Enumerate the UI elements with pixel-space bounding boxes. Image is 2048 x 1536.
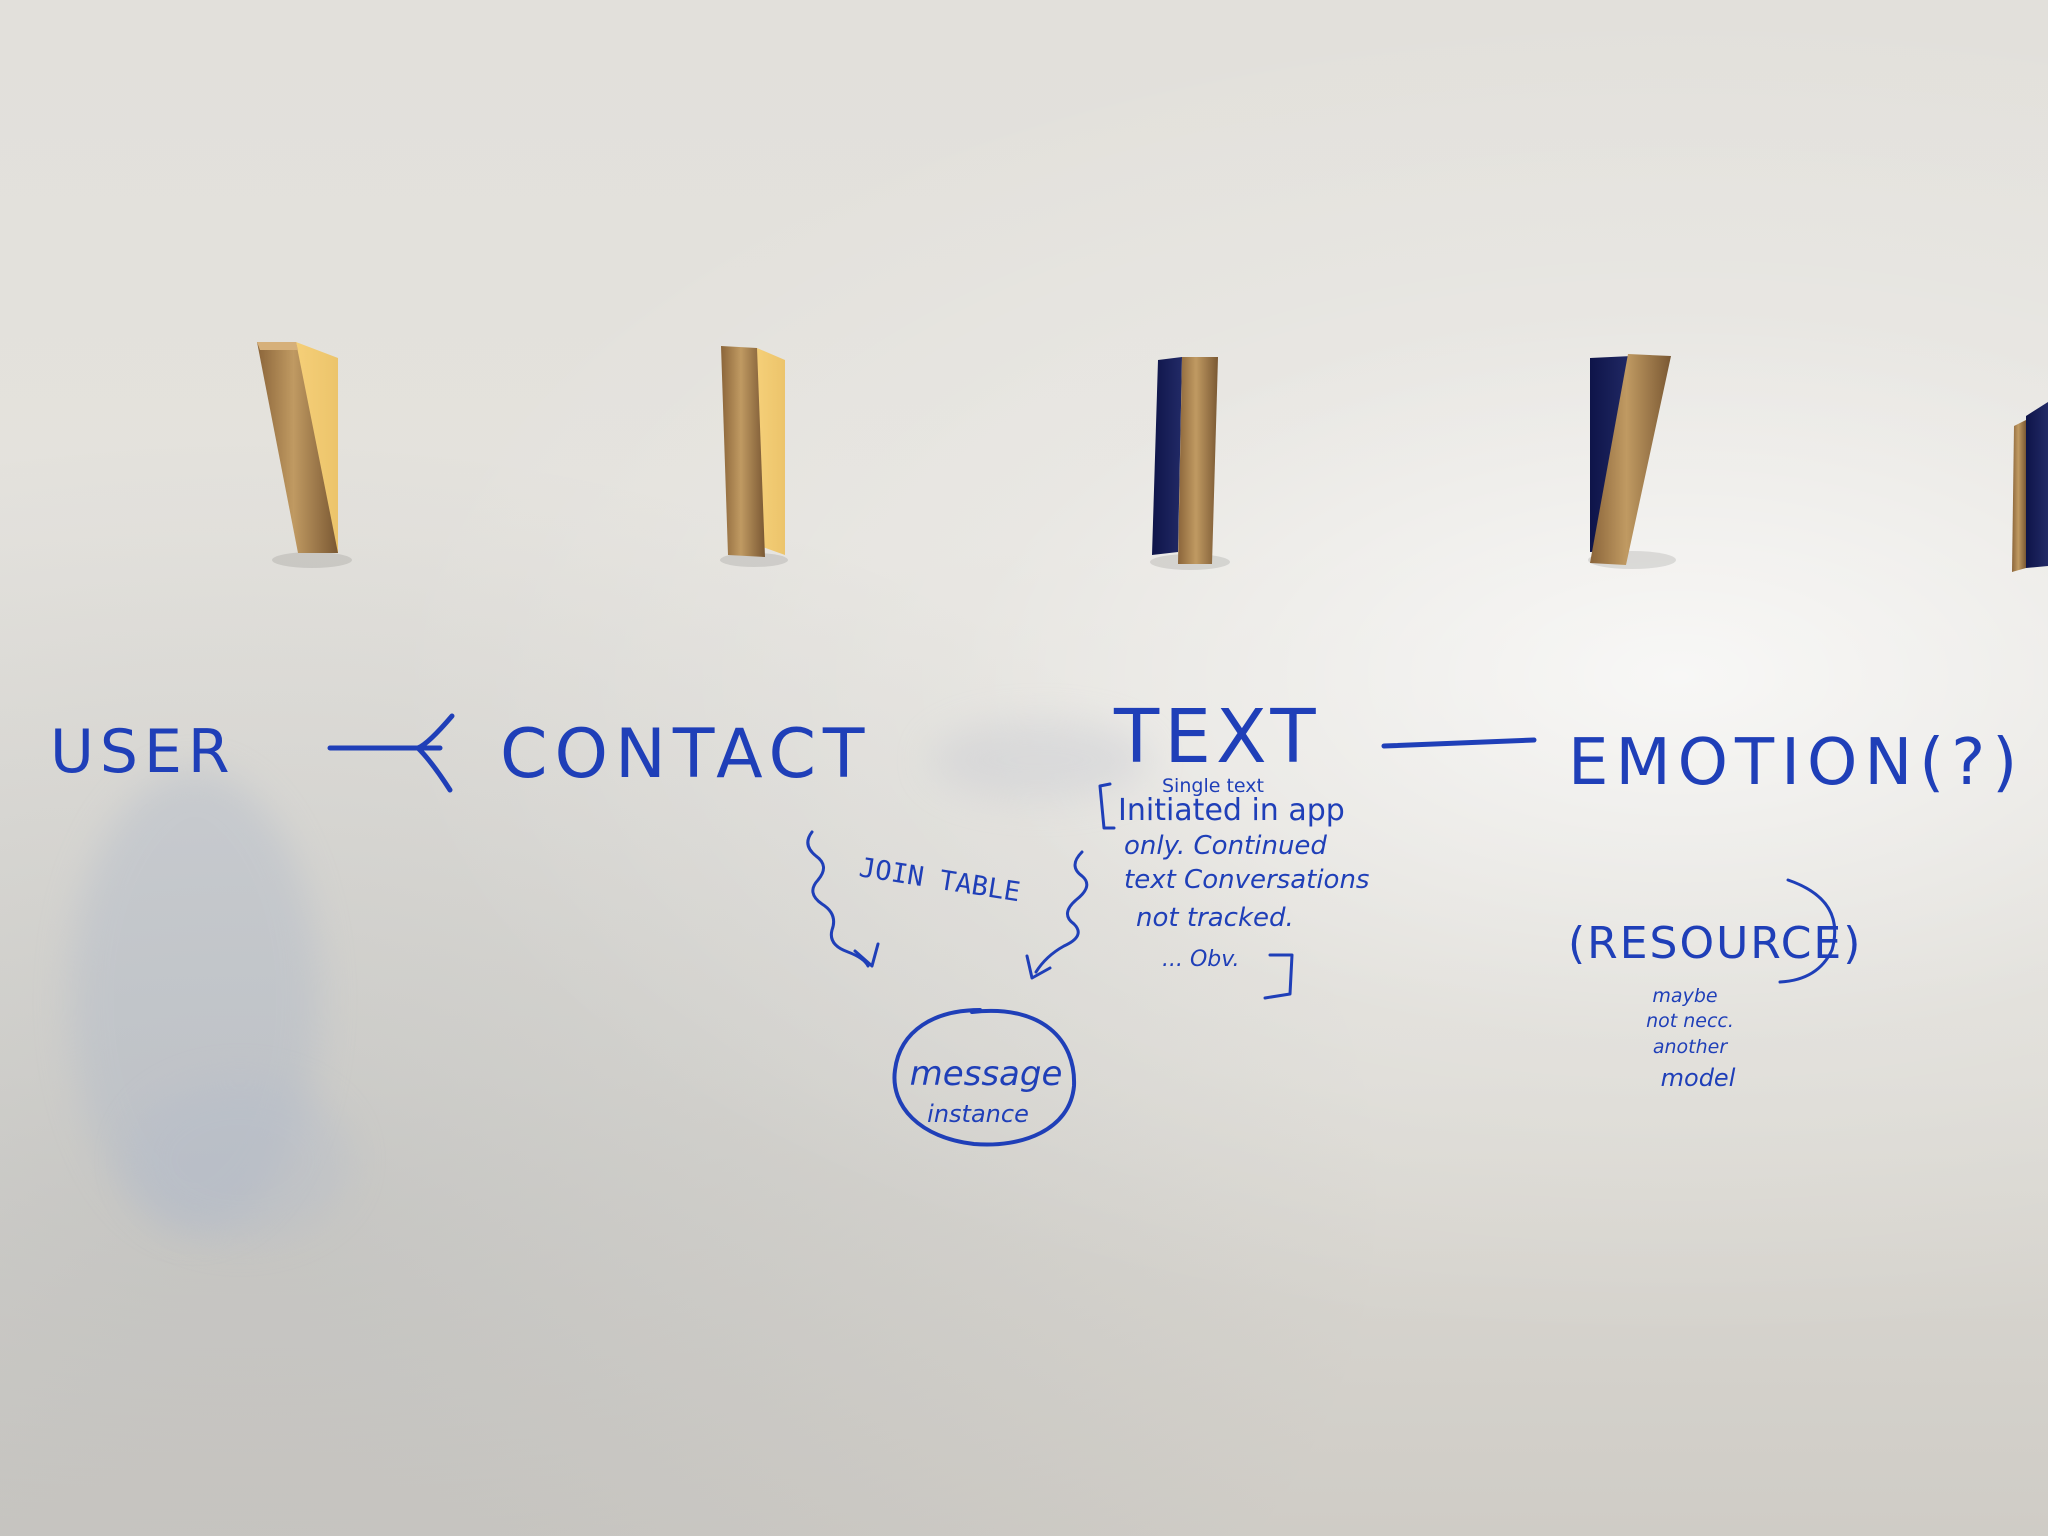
text-note-line-4: not tracked. [1136, 903, 1294, 933]
bracket-left [1098, 782, 1116, 830]
wall-peg-3 [1150, 357, 1230, 570]
text-note-line-1: Initiated in app [1118, 793, 1345, 828]
text-note-block: Single text Initiated in app only. Conti… [1098, 775, 1369, 1000]
wall-peg-1 [257, 342, 352, 568]
erased-smudge [930, 720, 1150, 800]
text-note-line-2: only. Continued [1124, 831, 1327, 861]
user-contact-crowfoot [327, 713, 455, 793]
wall-peg-5 [2012, 402, 2048, 572]
message-instance-line1: message [910, 1054, 1063, 1094]
join-table-label: JOIN TABLE [857, 852, 1022, 908]
join-right-wavy-arrow [1025, 850, 1089, 980]
message-instance-line2: instance [927, 1100, 1029, 1128]
wall-peg-2 [720, 346, 788, 567]
resource-annotation: (RESOURCE) maybe not necc. another model [1568, 878, 1862, 1092]
erased-smudge [70, 770, 320, 1230]
entity-contact-label: CONTACT [500, 715, 871, 794]
entity-text-label: TEXT [1113, 694, 1321, 780]
text-note-superscript: Single text [1162, 775, 1264, 797]
text-note-line-5: ... Obv. [1162, 947, 1239, 972]
message-instance-node: message instance [892, 1008, 1077, 1147]
erased-smudge [130, 1080, 350, 1240]
entity-user-label: USER [50, 717, 236, 787]
wall-peg-4 [1588, 354, 1676, 569]
resource-note-line-3: another [1653, 1036, 1728, 1058]
resource-note-line-2: not necc. [1646, 1010, 1734, 1032]
resource-note-line-4: model [1661, 1064, 1736, 1092]
text-emotion-line [1381, 737, 1537, 749]
resource-note-line-1: maybe [1652, 985, 1717, 1007]
join-left-wavy-arrow [806, 830, 880, 968]
resource-label: (RESOURCE) [1568, 918, 1862, 969]
text-note-line-3: text Conversations [1124, 865, 1369, 895]
entity-emotion-label: EMOTION(?) [1568, 726, 2024, 800]
bracket-right [1263, 953, 1294, 1000]
